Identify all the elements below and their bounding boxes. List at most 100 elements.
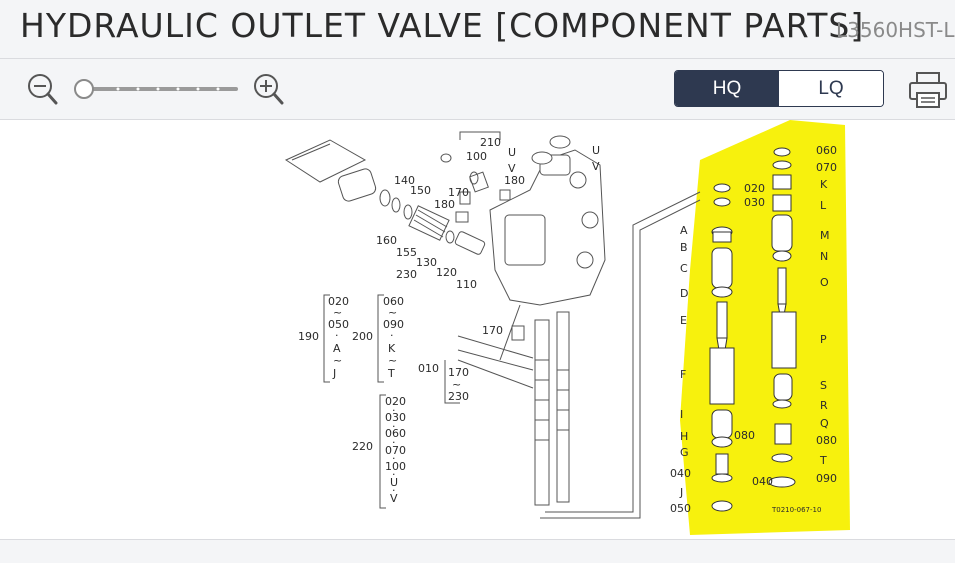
zoom-slider-track: [82, 87, 238, 91]
callout-180-top: 180: [504, 174, 525, 187]
group-190-item: ~: [333, 306, 342, 319]
callout-130: 130: [416, 256, 437, 269]
group-200-item: ·: [390, 329, 394, 342]
label-030: 030: [744, 196, 765, 209]
group-010-label: 010: [418, 362, 439, 375]
diagram-viewer[interactable]: 210 100 U V U V 170 180 140 150 180 160 …: [0, 120, 955, 539]
group-200-item: 060: [383, 295, 404, 308]
spool-shafts: [534, 311, 570, 506]
callout-100: 100: [466, 150, 487, 163]
group-220-item: 020: [385, 395, 406, 408]
hq-button[interactable]: HQ: [675, 71, 779, 106]
page-title: HYDRAULIC OUTLET VALVE [COMPONENT PARTS]: [20, 6, 865, 45]
group-010-item: 230: [448, 390, 469, 403]
group-010-item: ~: [452, 378, 461, 391]
group-220-item: 030: [385, 411, 406, 424]
zoom-out-icon[interactable]: [26, 72, 58, 106]
label-h: H: [680, 430, 688, 443]
callout-u-left: U: [508, 146, 516, 159]
group-220-item: ·: [392, 420, 396, 433]
label-080-right: 080: [816, 434, 837, 447]
label-q: Q: [820, 417, 829, 430]
group-190-bracket: [323, 294, 330, 383]
label-t: T: [819, 454, 827, 467]
zoom-slider[interactable]: [72, 78, 242, 100]
label-c: C: [680, 262, 688, 275]
callout-170-top: 170: [448, 186, 469, 199]
group-190: 190 020 ~ 050 · A ~ J: [298, 294, 349, 383]
label-n: N: [820, 250, 828, 263]
valve-body: [489, 135, 606, 361]
group-220-item: U: [390, 476, 398, 489]
zoom-slider-thumb[interactable]: [74, 79, 94, 99]
group-200-bracket: [377, 294, 384, 383]
label-040-right: 040: [752, 475, 773, 488]
lq-button[interactable]: LQ: [779, 71, 883, 106]
label-o: O: [820, 276, 829, 289]
label-m: M: [820, 229, 830, 242]
group-190-item: J: [332, 367, 336, 380]
leader-boundary: [444, 131, 701, 519]
group-220-item: ·: [392, 404, 396, 417]
group-010: 010 170 ~ 230: [418, 362, 469, 403]
printer-icon[interactable]: [907, 69, 949, 111]
group-220-item: V: [390, 492, 398, 505]
group-220-label: 220: [352, 440, 373, 453]
group-220-item: 070: [385, 444, 406, 457]
cartridge-stack-right: [768, 147, 797, 488]
group-200-item: K: [388, 342, 396, 355]
group-220-item: ·: [392, 468, 396, 481]
label-r: R: [820, 399, 828, 412]
callout-120: 120: [436, 266, 457, 279]
callout-110: 110: [456, 278, 477, 291]
title-bar: HYDRAULIC OUTLET VALVE [COMPONENT PARTS]…: [0, 0, 955, 59]
callout-170-mid: 170: [482, 324, 503, 337]
label-080-left: 080: [734, 429, 755, 442]
group-220-item: ·: [392, 452, 396, 465]
toolbar: HQ LQ: [0, 59, 955, 120]
group-220-item: ·: [392, 436, 396, 449]
callout-u-right: U: [592, 144, 600, 157]
group-200-item: ~: [388, 354, 397, 367]
zoom-slider-ticks: [116, 87, 220, 91]
group-190-item: 050: [328, 318, 349, 331]
callout-140: 140: [394, 174, 415, 187]
quality-toggle: HQ LQ: [674, 70, 884, 107]
label-f: F: [680, 368, 686, 381]
group-220: 220 020 · 030 · 060 · 070 · 100 · U · V: [352, 394, 406, 509]
label-d: D: [680, 287, 688, 300]
label-j: J: [679, 486, 683, 499]
group-200-item: T: [387, 367, 395, 380]
callout-230: 230: [396, 268, 417, 281]
label-b: B: [680, 241, 688, 254]
right-stack-labels: 060 070 K L M N O P S R Q 080 T 090 080 …: [734, 144, 837, 514]
group-190-label: 190: [298, 330, 319, 343]
callout-v-right: V: [592, 160, 600, 173]
callout-160: 160: [376, 234, 397, 247]
group-220-item: 100: [385, 460, 406, 473]
group-010-item: 170: [448, 366, 469, 379]
group-190-item: 020: [328, 295, 349, 308]
callout-150: 150: [410, 184, 431, 197]
callouts-left: 210 100 U V U V 170 180 140 150 180 160 …: [376, 136, 600, 337]
label-g: G: [680, 446, 689, 459]
figure-code: T0210-067-10: [771, 506, 821, 514]
group-200-item: 090: [383, 318, 404, 331]
zoom-in-icon[interactable]: [252, 72, 284, 106]
label-p: P: [820, 333, 827, 346]
group-200-item: ~: [388, 306, 397, 319]
group-190-item: ·: [335, 329, 339, 342]
label-e: E: [680, 314, 687, 327]
left-stack-labels: A B C D E F I H G 040 J 050 020 030 040: [670, 182, 773, 515]
callout-155: 155: [396, 246, 417, 259]
model-number: L3560HST-L: [836, 18, 955, 42]
group-200-label: 200: [352, 330, 373, 343]
exploded-parts-diagram: 210 100 U V U V 170 180 140 150 180 160 …: [284, 120, 850, 535]
status-bar: [0, 539, 955, 563]
label-090: 090: [816, 472, 837, 485]
label-k: K: [820, 178, 828, 191]
callout-210: 210: [480, 136, 501, 149]
label-060: 060: [816, 144, 837, 157]
group-190-item: ~: [333, 354, 342, 367]
left-assembly: [337, 153, 525, 341]
